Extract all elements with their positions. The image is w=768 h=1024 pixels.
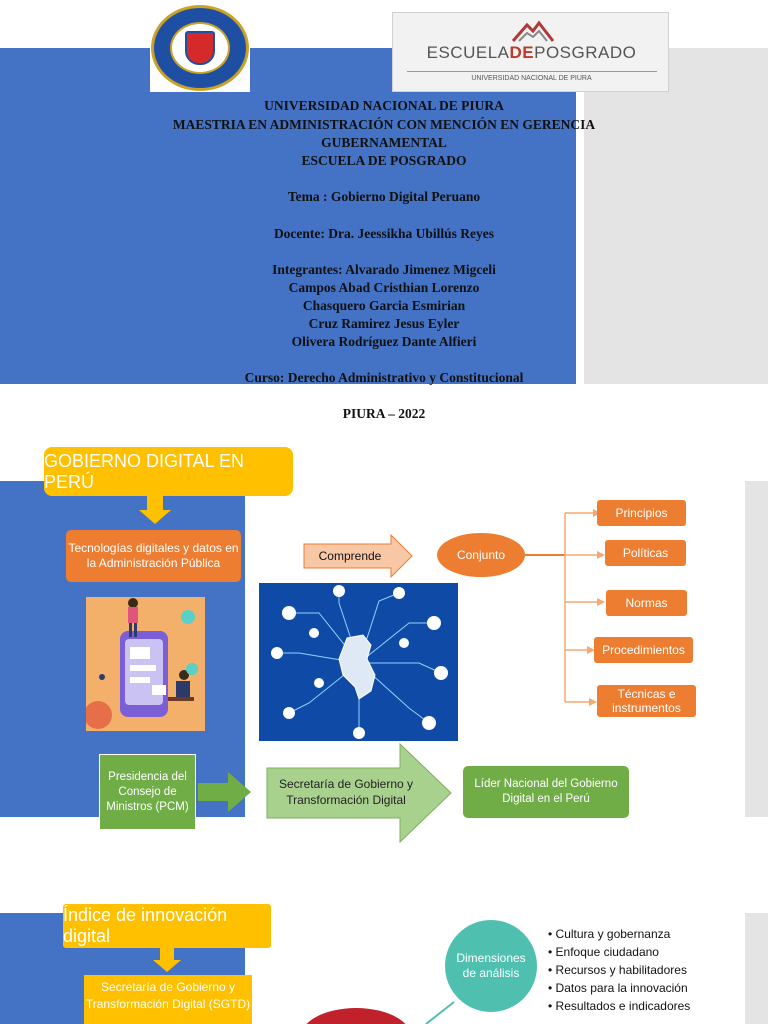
concept-tecnicas: Técnicas e instrumentos (597, 685, 696, 717)
secretaria-label: Secretaría de Gobierno y Transformación … (278, 777, 414, 807)
infographic-gray-strip (745, 481, 768, 817)
pcm-arrow (198, 772, 251, 812)
tech-box: Tecnologías digitales y datos en la Admi… (66, 530, 241, 582)
university-name: UNIVERSIDAD NACIONAL DE PIURA (264, 98, 504, 113)
list-item: Datos para la innovación (548, 979, 690, 997)
list-item: Recursos y habilitadores (548, 961, 690, 979)
pcm-box: Presidencia del Consejo de Ministros (PC… (99, 754, 196, 830)
conjunto-node: Conjunto (437, 533, 525, 577)
dimensions-list: Cultura y gobernanza Enfoque ciudadano R… (548, 925, 691, 1015)
member: Chasquero Garcia Esmirian (302, 298, 466, 313)
concept-normas: Normas (606, 590, 687, 616)
down-arrow-shaft (147, 496, 163, 510)
cover-blue-panel (0, 48, 576, 384)
concept-procedimientos: Procedimientos (594, 637, 693, 663)
comprende-label: Comprende (318, 549, 382, 563)
digital-person-illustration (86, 597, 205, 731)
infographic-title: GOBIERNO DIGITAL EN PERÚ (44, 447, 293, 496)
concept-politicas: Políticas (605, 540, 686, 566)
university-seal-logo (150, 4, 250, 92)
comprende-arrow (303, 534, 413, 578)
innovation-down-arrow-icon (153, 960, 181, 972)
list-item: Cultura y gobernanza (548, 925, 690, 943)
course: Curso: Derecho Administrativo y Constitu… (244, 370, 524, 385)
innovation-arrow-shaft (160, 948, 174, 960)
innovation-title: Índice de innovación digital (63, 904, 271, 948)
list-item: Resultados e indicadores (548, 997, 691, 1015)
escuela-posgrado-logo: ESCUELADEPOSGRADO UNIVERSIDAD NACIONAL D… (392, 12, 669, 92)
conjunto-connectors (525, 509, 605, 706)
lider-box: Líder Nacional del Gobierno Digital en e… (463, 766, 629, 818)
concept-principios: Principios (597, 500, 686, 526)
down-arrow-icon (139, 510, 171, 524)
dimension-connector (425, 1001, 455, 1024)
cover-gray-panel (584, 48, 768, 384)
red-circle-graphic (300, 1008, 412, 1024)
secretaria-arrow (266, 743, 452, 843)
innovation-gray-strip (745, 913, 768, 1024)
school-name: ESCUELA DE POSGRADO (301, 153, 467, 168)
place-year: PIURA – 2022 (342, 406, 426, 421)
member: Integrantes: Alvarado Jimenez Migceli (272, 262, 496, 277)
teacher: Docente: Dra. Jeessikha Ubillús Reyes (273, 226, 495, 241)
member: Cruz Ramirez Jesus Eyler (308, 316, 460, 331)
member: Olivera Rodríguez Dante Alfieri (291, 334, 477, 349)
member: Campos Abad Cristhian Lorenzo (288, 280, 480, 295)
program-line-2: GUBERNAMENTAL (321, 135, 447, 150)
dimensions-node: Dimensiones de análisis (445, 920, 537, 1012)
peru-network-image (259, 583, 458, 741)
sgtd-box: Secretaría de Gobierno y Transformación … (84, 975, 252, 1024)
program-line-1: MAESTRIA EN ADMINISTRACIÓN CON MENCIÓN E… (172, 117, 596, 132)
list-item: Enfoque ciudadano (548, 943, 690, 961)
topic: Tema : Gobierno Digital Peruano (287, 189, 481, 204)
